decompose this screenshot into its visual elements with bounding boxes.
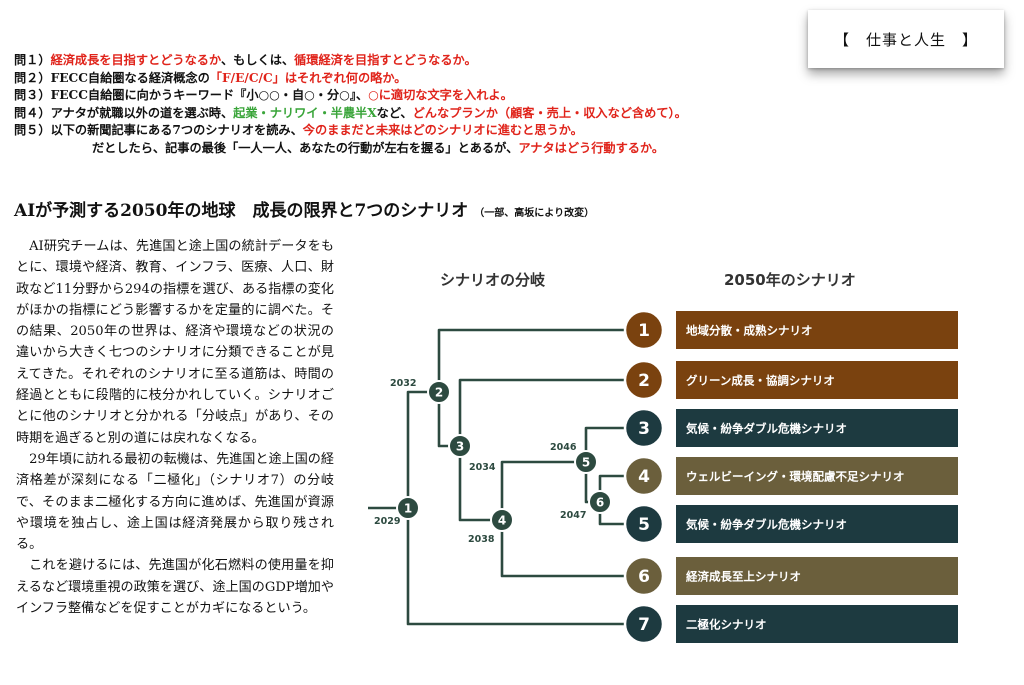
question-2: 問２）FECC自給圏なる経済概念の「F/E/C/C」はそれぞれ何の略か。 [14, 70, 407, 85]
branch-year-label: 2034 [469, 462, 496, 473]
article-paragraph-1: AI研究チームは、先進国と途上国の統計データをもとに、環境や経済、教育、インフラ… [16, 239, 334, 446]
question-3: 問３）FECC自給圏に向かうキーワード『小○○・自○・分○』、○に適切な文字を入… [14, 88, 513, 103]
topic-tag: 【 仕事と人生 】 [808, 10, 1004, 68]
scenario-bar-6 [676, 557, 958, 595]
scenario-bar-7 [676, 605, 958, 643]
branch-point-number: 3 [456, 440, 464, 454]
headline-note: （一部、高坂により改変） [474, 208, 595, 219]
scenario-number: 1 [638, 321, 650, 341]
branch-3-to-scenario-2 [458, 378, 644, 446]
scenario-bar-4 [676, 457, 958, 495]
branch-point-1 [396, 496, 420, 520]
topic-tag-text: 【 仕事と人生 】 [833, 30, 978, 49]
branch-point-5 [574, 450, 598, 474]
branch-year-label: 2032 [390, 378, 416, 389]
branch-3-to-4 [458, 446, 502, 522]
scenario-label: 二極化シナリオ [686, 618, 767, 632]
scenario-bars: 地域分散・成熟シナリオグリーン成長・協調シナリオ気候・紛争ダブル危機シナリオウェ… [676, 311, 958, 643]
scenario-node-2 [623, 359, 665, 401]
article-body: AI研究チームは、先進国と途上国の統計データをもとに、環境や経済、教育、インフラ… [16, 236, 334, 619]
branch-year-label: 2046 [550, 442, 577, 453]
scenario-label: 経済成長至上シナリオ [686, 570, 801, 584]
branch-point-2 [427, 380, 451, 404]
scenario-number: 4 [638, 467, 650, 487]
tree-branch-lines [368, 328, 644, 626]
scenario-node-3 [623, 407, 665, 449]
question-5: 問５）以下の新聞記事にある7つのシナリオを読み、今のままだと未来はどのシナリオに… [14, 123, 583, 138]
branch-year-label: 2029 [374, 516, 400, 527]
scenario-node-7 [623, 603, 665, 645]
branch-year-label: 2047 [560, 510, 586, 521]
scenario-number: 3 [638, 419, 650, 439]
scenario-bar-5 [676, 505, 958, 543]
scenario-node-5 [623, 503, 665, 545]
scenario-bar-2 [676, 361, 958, 399]
branch-1-to-scenario-7 [406, 508, 644, 626]
branch-year-label: 2038 [468, 534, 495, 545]
scenario-label: 気候・紛争ダブル危機シナリオ [686, 518, 847, 532]
question-1: 問１）経済成長を目指すとどうなるか、もしくは、循環経済を目指すとどうなるか。 [14, 53, 477, 67]
article-paragraph-3: これを避けるには、先進国が化石燃料の使用量を抑えるなど環境重視の政策を選び、途上… [16, 558, 334, 617]
branch-point-number: 6 [596, 496, 604, 510]
branch-point-number: 5 [582, 456, 590, 470]
scenario-label: 地域分散・成熟シナリオ [686, 324, 813, 338]
scenario-bar-3 [676, 409, 958, 447]
question-4: 問４）アナタが就職以外の道を選ぶ時、起業・ナリワイ・半農半Xなど、どんなプランか… [14, 105, 687, 120]
branch-1-to-2 [406, 390, 439, 508]
scenario-bar-1 [676, 311, 958, 349]
diagram-heading-right: 2050年のシナリオ [724, 271, 856, 289]
scenario-node-4 [623, 455, 665, 497]
branch-point-number: 1 [404, 502, 412, 516]
scenario-tree-diagram: シナリオの分岐 2050年のシナリオ 地域分散・成熟シナリオグリーン成長・協調シ… [364, 258, 966, 658]
question-list: 問１）経済成長を目指すとどうなるか、もしくは、循環経済を目指すとどうなるか。 問… [14, 52, 687, 158]
diagram-heading-left: シナリオの分岐 [440, 271, 546, 289]
question-5-followup: だとしたら、記事の最後「一人一人、あなたの行動が左右を握る」とあるが、アナタはど… [92, 140, 665, 155]
article-paragraph-2: 29年頃に訪れる最初の転機は、先進国と途上国の経済格差が深刻になる「二極化」（シ… [16, 451, 334, 553]
headline-title: AIが予測する2050年の地球 成長の限界と7つのシナリオ [14, 201, 469, 221]
scenario-node-6 [623, 555, 665, 597]
scenario-label: グリーン成長・協調シナリオ [686, 374, 835, 388]
scenario-number: 6 [638, 567, 650, 587]
branch-point-number: 4 [498, 514, 506, 528]
branch-point-4 [490, 508, 514, 532]
scenario-number: 2 [638, 371, 650, 391]
branch-4-to-5 [500, 460, 586, 520]
scenario-number: 7 [638, 615, 650, 635]
scenario-node-1 [623, 309, 665, 351]
scenario-tree-svg: シナリオの分岐 2050年のシナリオ 地域分散・成熟シナリオグリーン成長・協調シ… [368, 271, 958, 645]
scenario-number: 5 [638, 515, 650, 535]
article-headline: AIが予測する2050年の地球 成長の限界と7つのシナリオ （一部、高坂により改変… [14, 196, 594, 221]
branch-4-to-scenario-6 [500, 520, 644, 578]
branch-point-3 [448, 434, 472, 458]
scenario-label: ウェルビーイング・環境配慮不足シナリオ [686, 470, 905, 484]
branch-2-to-scenario-1 [437, 328, 644, 392]
branch-point-6 [588, 490, 612, 514]
branch-point-number: 2 [435, 386, 443, 400]
scenario-label: 気候・紛争ダブル危機シナリオ [686, 422, 847, 436]
